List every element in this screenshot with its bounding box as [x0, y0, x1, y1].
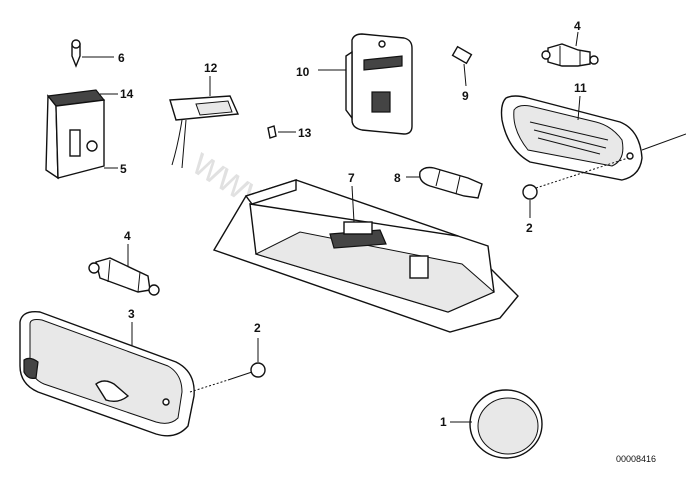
callout-8: 8: [394, 171, 401, 185]
callout-3: 3: [128, 307, 135, 321]
part-11-bulb: [451, 45, 473, 87]
part-9-lamp-housing: [500, 95, 686, 181]
part-2-screw-bottom: [189, 338, 266, 393]
callout-13: 13: [298, 126, 312, 140]
part-6-bulb: [71, 39, 114, 68]
callout-14: 14: [120, 87, 134, 101]
part-4-festoon-bulb-top: [541, 31, 599, 67]
callout-2-bottom: 2: [254, 321, 261, 335]
callout-12: 12: [204, 61, 218, 75]
callout-10: 10: [296, 65, 310, 79]
reference-number: 00008416: [616, 454, 656, 464]
part-14-switch: [45, 89, 118, 180]
part-7-tray-housing: [212, 179, 519, 333]
part-8-bulb: [406, 166, 483, 199]
callout-1: 1: [440, 415, 447, 429]
callout-11: 9: [462, 89, 469, 103]
callout-7: 7: [348, 171, 355, 185]
part-12-lamp: [169, 76, 240, 169]
callout-4-top: 4: [574, 19, 581, 33]
part-3-lamp-housing: [19, 311, 195, 437]
part-2-screw-top: [522, 157, 629, 218]
part-10-switch-lamp: [318, 33, 413, 135]
callout-4-left: 4: [124, 229, 131, 243]
part-1-reflector: [450, 389, 543, 459]
part-4-festoon-bulb-left: [88, 244, 160, 296]
callout-5: 5: [120, 162, 127, 176]
callout-6: 6: [118, 51, 125, 65]
part-13-clip: [267, 125, 296, 139]
callout-9: 11: [574, 81, 587, 95]
callout-2-top: 2: [526, 221, 533, 235]
